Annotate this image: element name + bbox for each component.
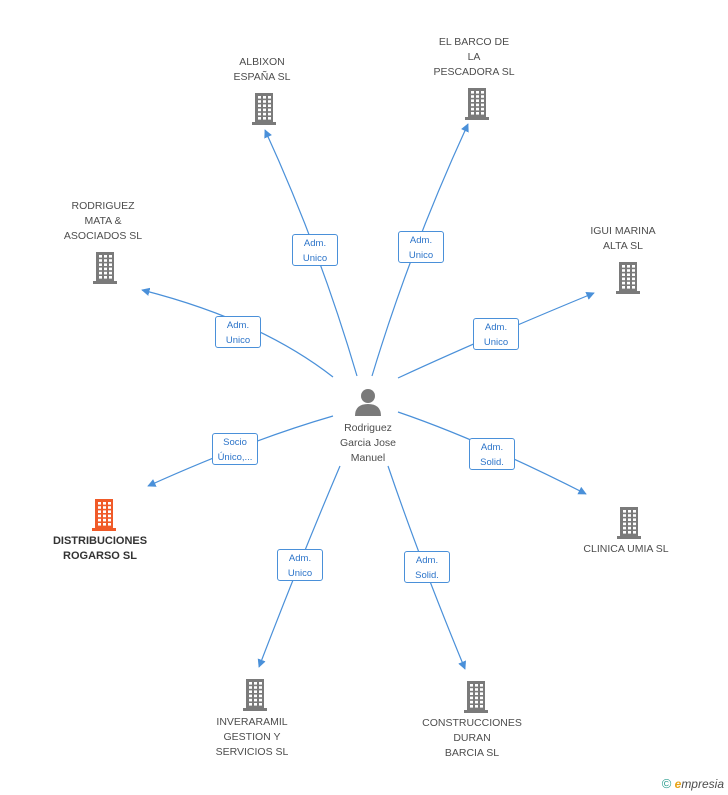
brand-e: e bbox=[674, 777, 682, 791]
role-badge-distribuciones: Socio Único,... bbox=[212, 433, 258, 465]
copyright-symbol: © bbox=[661, 776, 672, 791]
role-badge-el-barco: Adm. Unico bbox=[398, 231, 444, 263]
company-label-construcciones[interactable]: CONSTRUCCIONES DURAN BARCIA SL bbox=[422, 717, 522, 759]
company-label-distribuciones[interactable]: DISTRIBUCIONES ROGARSO SL bbox=[52, 535, 148, 562]
company-label-inveraramil[interactable]: INVERARAMIL GESTION Y SERVICIOS SL bbox=[215, 716, 289, 758]
role-badge-rodriguez-mata: Adm. Unico bbox=[215, 316, 261, 348]
role-badge-inveraramil: Adm. Unico bbox=[277, 549, 323, 581]
building-icon[interactable] bbox=[615, 505, 643, 539]
company-label-clinica-umia[interactable]: CLINICA UMIA SL bbox=[583, 543, 669, 555]
building-icon[interactable] bbox=[250, 91, 278, 125]
building-icon[interactable] bbox=[91, 250, 119, 284]
building-icon[interactable] bbox=[614, 260, 642, 294]
building-icon[interactable] bbox=[90, 497, 118, 531]
building-icon[interactable] bbox=[463, 86, 491, 120]
role-badge-clinica-umia: Adm. Solid. bbox=[469, 438, 515, 470]
company-label-rodriguez-mata[interactable]: RODRIGUEZ MATA & ASOCIADOS SL bbox=[63, 200, 143, 242]
role-badge-construcciones: Adm. Solid. bbox=[404, 551, 450, 583]
brand-watermark: © empresia bbox=[662, 776, 724, 791]
building-icon[interactable] bbox=[241, 677, 269, 711]
role-badge-igui-marina: Adm. Unico bbox=[473, 318, 519, 350]
center-person-name[interactable]: Rodriguez Garcia Jose Manuel bbox=[339, 422, 397, 464]
company-label-igui-marina[interactable]: IGUI MARINA ALTA SL bbox=[590, 225, 656, 252]
company-label-el-barco[interactable]: EL BARCO DE LA PESCADORA SL bbox=[433, 36, 515, 78]
person-icon[interactable] bbox=[353, 387, 383, 417]
building-icon[interactable] bbox=[462, 679, 490, 713]
company-label-albixon[interactable]: ALBIXON ESPAÑA SL bbox=[233, 56, 291, 83]
brand-name: mpresia bbox=[681, 777, 724, 791]
role-badge-albixon: Adm. Unico bbox=[292, 234, 338, 266]
